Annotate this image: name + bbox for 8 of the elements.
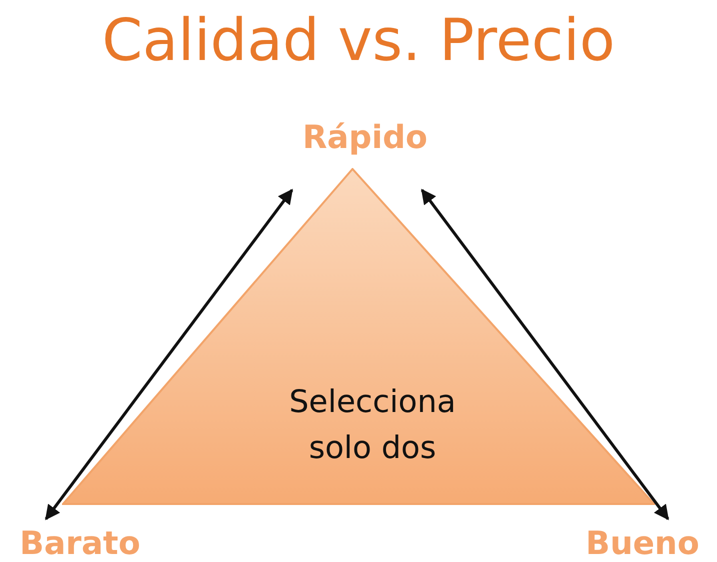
title: Calidad vs. Precio: [101, 6, 616, 74]
corner-label: Bueno: [586, 524, 700, 562]
corner-label: Rápido: [302, 118, 428, 156]
double-arrow: [420, 188, 670, 520]
triangle: [62, 168, 655, 505]
instruction-text: Selecciona solo dos: [288, 383, 457, 468]
corner-label: Barato: [20, 524, 140, 562]
double-arrow: [44, 188, 294, 520]
